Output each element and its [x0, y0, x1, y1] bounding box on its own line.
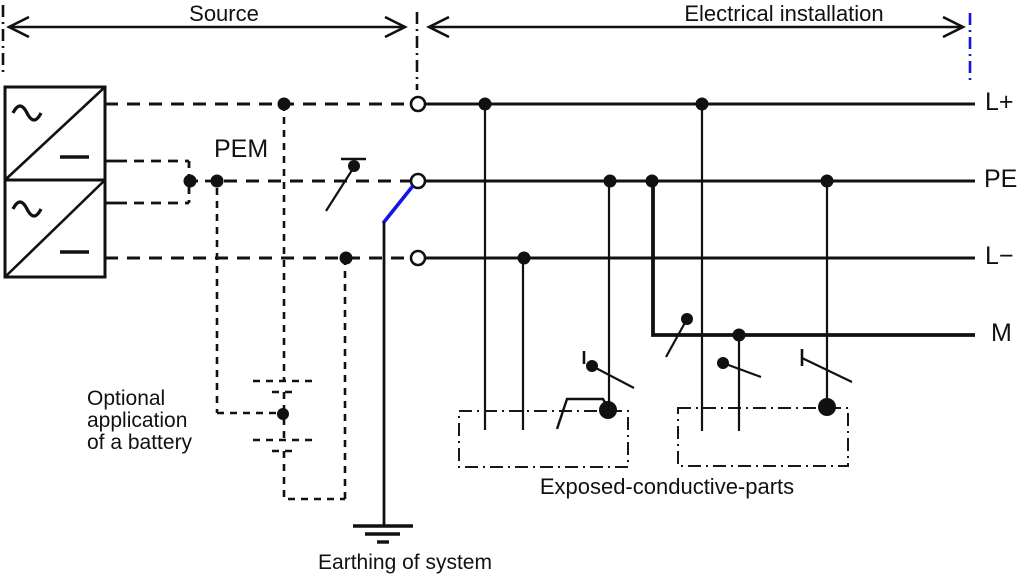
m-drop-switch — [722, 361, 762, 379]
converter-diagonal — [4, 86, 106, 181]
m-conductor — [651, 181, 975, 337]
pe-source-switch — [325, 157, 366, 212]
junction-dot — [277, 97, 291, 111]
junction-dot — [339, 251, 353, 265]
exposed-box-2 — [677, 407, 849, 467]
exposed-box-1 — [458, 410, 629, 468]
arrowhead-left-icon — [426, 15, 450, 39]
pe-drop-switch-2 — [800, 349, 853, 383]
pe-drop-switch-1 — [582, 351, 635, 389]
earthing-label: Earthing of system — [318, 551, 492, 574]
junction-dot — [603, 174, 617, 188]
source-terminals — [409, 95, 427, 267]
battery-branch — [215, 104, 347, 501]
source-span-arrow — [6, 15, 408, 39]
m-label: M — [991, 319, 1012, 347]
earthing-link-blue — [382, 185, 414, 224]
svg-text:of a battery: of a battery — [87, 431, 193, 454]
exposed-parts-label: Exposed-conductive-parts — [540, 474, 794, 499]
source-region-title: Source — [189, 1, 259, 26]
switch-pivot-dot — [681, 313, 693, 325]
exposed-parts-boxes — [458, 407, 849, 468]
junction-dot — [695, 97, 709, 111]
terminal-circle-l-plus — [409, 95, 427, 113]
region-headers — [1, 5, 972, 90]
arrowhead-left-icon — [6, 15, 30, 39]
converter-diagonal — [4, 179, 106, 278]
junction-dot — [210, 174, 224, 188]
svg-text:application: application — [87, 409, 187, 432]
earth-ground-icon — [353, 524, 413, 544]
junction-dot — [183, 174, 197, 188]
junction-dot — [517, 251, 531, 265]
svg-text:Optional: Optional — [87, 387, 165, 410]
installation-region-title: Electrical installation — [684, 1, 883, 26]
switch-blade — [325, 166, 355, 212]
switch-pivot-dot — [586, 360, 598, 372]
arrowhead-right-icon — [942, 15, 966, 39]
converter-units — [3, 85, 107, 279]
junction-dot — [820, 174, 834, 188]
earthing-branch — [353, 185, 414, 544]
l-minus-label: L− — [985, 242, 1014, 270]
terminal-circle-pe — [409, 172, 427, 190]
junction-dot — [645, 174, 659, 188]
l-plus-label: L+ — [985, 88, 1014, 116]
m-line-switch — [665, 318, 688, 358]
installation-drops — [483, 104, 829, 431]
conductor-lines — [105, 102, 975, 337]
switch-blade — [591, 365, 635, 389]
battery-note: Optional application of a battery — [87, 387, 193, 454]
pem-label: PEM — [214, 135, 268, 163]
junction-dot — [478, 97, 492, 111]
switch-blade — [665, 318, 688, 358]
converter-box-bottom — [3, 178, 107, 279]
arrowhead-right-icon — [384, 15, 408, 39]
switch-blade — [801, 357, 853, 383]
switch-pivot-dot — [717, 357, 729, 369]
switch-blade — [722, 361, 762, 379]
pe-label: PE — [984, 165, 1017, 193]
switch-pivot-dot — [348, 160, 360, 172]
junction-dot — [732, 328, 746, 342]
ac-wave-icon — [11, 104, 43, 122]
bonding-terminal-dot — [599, 401, 617, 419]
bonding-terminal-dot — [818, 398, 836, 416]
ac-wave-icon — [11, 200, 43, 218]
installation-span-arrow — [426, 15, 966, 39]
pem-junction — [105, 159, 222, 205]
terminal-circle-l-minus — [409, 249, 427, 267]
battery-midpoint-dot — [277, 408, 289, 420]
